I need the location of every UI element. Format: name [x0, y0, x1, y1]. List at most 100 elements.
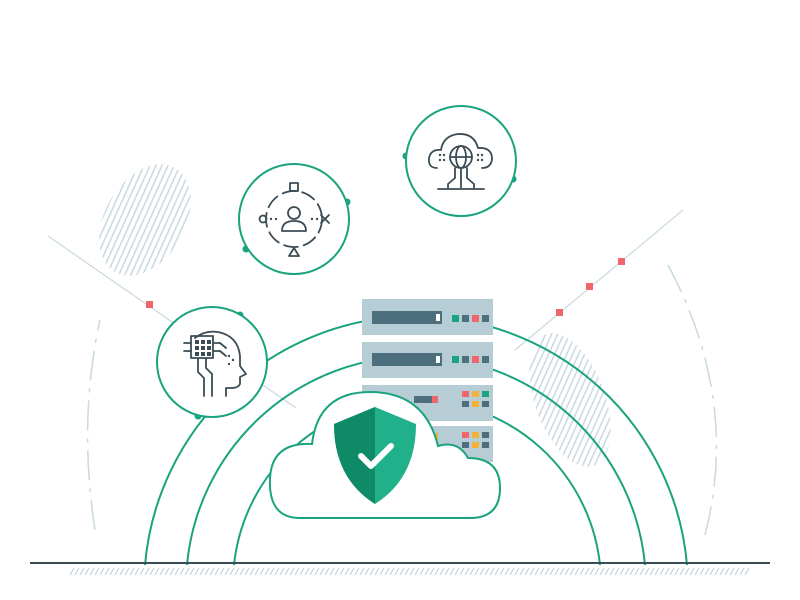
hatch-stroke — [545, 322, 619, 478]
hatch-stroke — [93, 149, 158, 291]
ground-hatch-stroke — [589, 567, 595, 576]
ground-hatch-stroke — [634, 567, 640, 576]
ground-hatch-stroke — [704, 567, 710, 576]
hatch-stroke — [159, 149, 210, 291]
ground-hatch-stroke — [594, 567, 600, 576]
ground-hatch-stroke — [554, 567, 560, 576]
ground-hatch-stroke — [469, 567, 475, 576]
ground-hatch-stroke — [504, 567, 510, 576]
hatch-stroke — [105, 149, 170, 291]
ground-hatch-stroke — [519, 567, 525, 576]
ground-hatch-stroke — [209, 567, 215, 576]
hatch-stroke — [513, 322, 577, 478]
hatch-pattern-right — [513, 322, 627, 478]
ground-hatch-stroke — [339, 567, 345, 576]
dashed-guide-arc-left — [86, 319, 101, 531]
ground-hatch-stroke — [709, 567, 715, 576]
ground-hatch-stroke — [689, 567, 695, 576]
ground-hatch-stroke — [579, 567, 585, 576]
ground-hatch-stroke — [384, 567, 390, 576]
hatch-stroke — [80, 149, 110, 291]
ground-hatch-stroke — [119, 567, 125, 576]
ground-hatch-stroke — [329, 567, 335, 576]
ground-hatch-stroke — [629, 567, 635, 576]
ground-hatch-stroke — [229, 567, 235, 576]
user-target-icon — [238, 163, 350, 275]
ground-hatch-stroke — [104, 567, 110, 576]
ground-hatch-stroke — [649, 567, 655, 576]
ground-hatch-stroke — [644, 567, 650, 576]
ground-hatch-stroke — [79, 567, 85, 576]
hatch-stroke — [141, 149, 206, 291]
ground-hatch-stroke — [294, 567, 300, 576]
ground-hatch-stroke — [549, 567, 555, 576]
hatch-stroke — [153, 149, 210, 291]
ground-hatch-stroke — [359, 567, 365, 576]
cloud-globe-network-icon — [405, 105, 517, 217]
ground-hatch-stroke — [254, 567, 260, 576]
hatch-stroke — [605, 322, 627, 478]
ground-hatch-stroke — [714, 567, 720, 576]
hatch-stroke — [569, 322, 627, 478]
hatch-stroke — [581, 322, 627, 478]
ground-hatch-stroke — [654, 567, 660, 576]
ground-hatch-stroke — [389, 567, 395, 576]
ground-hatch-stroke — [664, 567, 670, 576]
ground-hatch-stroke — [449, 567, 455, 576]
hatch-stroke — [129, 149, 194, 291]
guide-line-right — [514, 209, 684, 351]
ground-hatch-stroke — [699, 567, 705, 576]
ground-hatch-stroke — [404, 567, 410, 576]
ground-hatch-stroke — [179, 567, 185, 576]
ground-hatch-stroke — [69, 567, 75, 576]
ground-hatch-stroke — [569, 567, 575, 576]
ground-hatch-stroke — [224, 567, 230, 576]
ground-hatch-stroke — [259, 567, 265, 576]
ground-hatch-stroke — [129, 567, 135, 576]
ground-hatch-stroke — [264, 567, 270, 576]
ground-hatch-stroke — [284, 567, 290, 576]
ground-hatch-stroke — [574, 567, 580, 576]
hatch-stroke — [135, 149, 200, 291]
ground-hatch-stroke — [299, 567, 305, 576]
ground-hatch-stroke — [244, 567, 250, 576]
ground-hatch-stroke — [349, 567, 355, 576]
hatch-stroke — [111, 149, 176, 291]
ground-hatch-stroke — [444, 567, 450, 576]
ground-hatch-stroke — [239, 567, 245, 576]
hatch-stroke — [123, 149, 188, 291]
hatch-stroke — [183, 149, 210, 291]
intersection-markers — [146, 258, 625, 316]
hatch-stroke — [513, 322, 565, 478]
hatch-stroke — [80, 149, 122, 291]
ground-hatch-stroke — [534, 567, 540, 576]
ground-hatch-stroke — [639, 567, 645, 576]
ground-hatch — [69, 567, 750, 576]
hatch-stroke — [117, 149, 182, 291]
ground-hatch-stroke — [399, 567, 405, 576]
ground-hatch-stroke — [369, 567, 375, 576]
hatch-stroke — [593, 322, 627, 478]
hatch-stroke — [99, 149, 164, 291]
ground-hatch-stroke — [304, 567, 310, 576]
ground-hatch-stroke — [149, 567, 155, 576]
ground-hatch-stroke — [494, 567, 500, 576]
ground-hatch-stroke — [419, 567, 425, 576]
server-unit — [362, 342, 493, 378]
ground-hatch-stroke — [204, 567, 210, 576]
ground-hatch-stroke — [374, 567, 380, 576]
security-shield-check-icon — [334, 407, 416, 504]
ground-hatch-stroke — [94, 567, 100, 576]
ground-hatch-stroke — [189, 567, 195, 576]
ground-hatch-stroke — [344, 567, 350, 576]
ground-hatch-stroke — [679, 567, 685, 576]
ground-hatch-stroke — [89, 567, 95, 576]
hatch-stroke — [557, 322, 627, 478]
hatch-stroke — [533, 322, 607, 478]
dashed-guide-arc-right — [667, 264, 718, 536]
ground-hatch-stroke — [309, 567, 315, 576]
ground-hatch-stroke — [509, 567, 515, 576]
ground-hatch-stroke — [99, 567, 105, 576]
